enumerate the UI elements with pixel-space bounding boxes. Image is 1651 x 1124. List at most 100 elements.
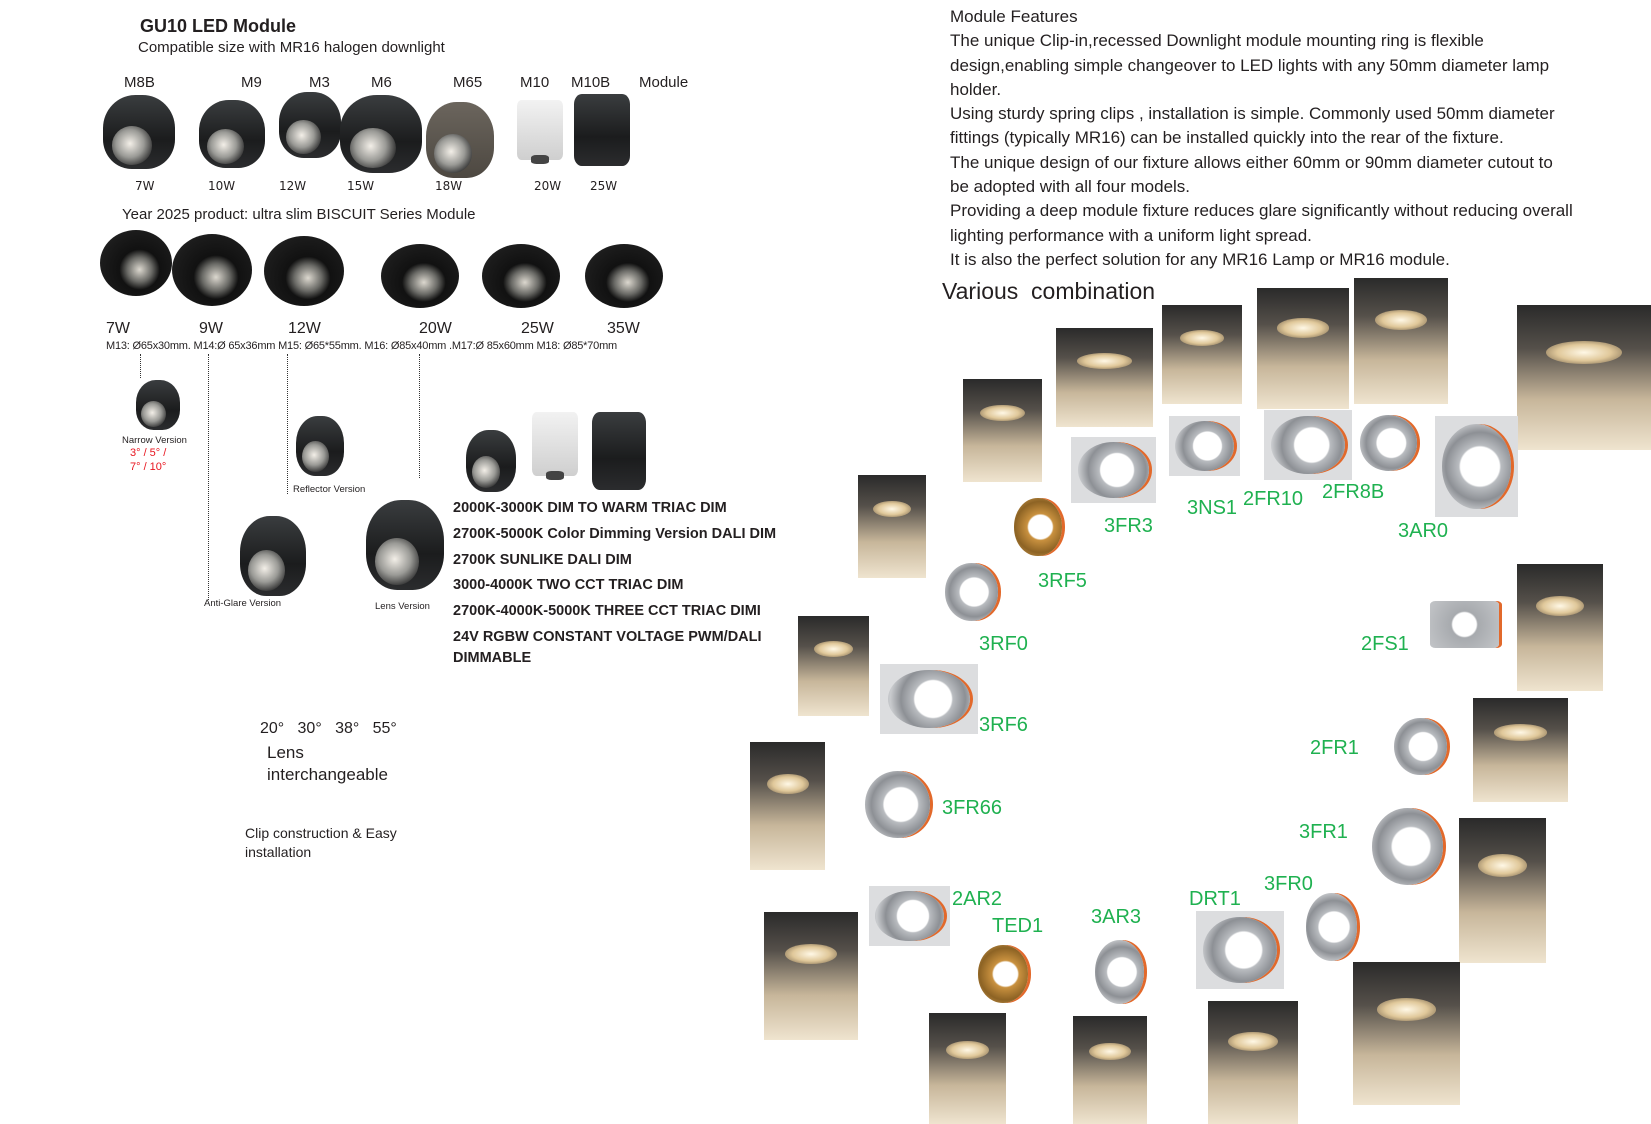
color-option: 3000-4000K TWO CCT TRIAC DIM — [453, 577, 684, 593]
connector-line — [419, 354, 420, 478]
connector-line — [140, 354, 141, 378]
module-features: Module Features The unique Clip-in,reces… — [950, 5, 1573, 272]
features-line: The unique Clip-in,recessed Downlight mo… — [950, 31, 1484, 51]
features-line: The unique design of our fixture allows … — [950, 152, 1553, 172]
trim-label: 3RF6 — [979, 714, 1028, 736]
installed-photo — [1162, 305, 1242, 404]
module-name: M9 — [241, 74, 262, 91]
biscuit-watt: 25W — [521, 320, 554, 337]
biscuit-image — [100, 230, 172, 296]
biscuit-watt: 9W — [199, 320, 223, 337]
color-option: 2700K-5000K Color Dimming Version DALI D… — [453, 526, 777, 542]
trim-image-3fr3 — [1071, 437, 1156, 503]
installed-photo — [1208, 1001, 1298, 1124]
features-line: holder. — [950, 79, 1002, 99]
biscuit-watt: 35W — [607, 320, 640, 337]
features-line: Providing a deep module fixture reduces … — [950, 201, 1573, 221]
trim-image-2fr1 — [1389, 712, 1452, 781]
trim-label: DRT1 — [1189, 888, 1241, 910]
combination-title: Various combination — [942, 278, 1156, 304]
narrow-version-image — [136, 380, 180, 430]
lens-angles: 20° 30° 38° 55° — [260, 720, 397, 737]
clip-text: Clip construction & Easy — [245, 825, 397, 841]
features-line: fittings (typically MR16) can be install… — [950, 128, 1504, 148]
biscuit-image — [172, 234, 252, 306]
module-image-m10 — [517, 100, 563, 164]
trim-label: 3FR3 — [1104, 515, 1153, 537]
connector-line — [287, 354, 288, 494]
installed-photo — [1257, 288, 1349, 409]
features-line: design,enabling simple changeover to LED… — [950, 55, 1550, 75]
reflector-version-label: Reflector Version — [293, 484, 366, 495]
trim-image-3rf6 — [880, 664, 978, 734]
module-label: Module — [639, 74, 689, 91]
trim-image-3ar3 — [1090, 934, 1149, 1010]
installed-photo — [764, 912, 858, 1040]
trim-image-2fr10 — [1264, 410, 1352, 480]
biscuit-watt: 20W — [419, 320, 452, 337]
color-option: 2000K-3000K DIM TO WARM TRIAC DIM — [453, 500, 727, 516]
biscuit-image — [381, 244, 459, 308]
module-watt: 25W — [590, 179, 618, 193]
trim-label: 3FR0 — [1264, 873, 1313, 895]
module-watt: 10W — [208, 179, 236, 193]
installed-photo — [798, 616, 869, 716]
module-name: M10 — [520, 74, 550, 91]
installed-photo — [963, 379, 1042, 482]
anti-glare-version-image — [240, 516, 306, 596]
narrow-angles: 7° / 10° — [130, 461, 167, 473]
trim-label: 3AR3 — [1091, 906, 1142, 928]
module-image — [532, 412, 578, 480]
module-image-m6 — [340, 95, 422, 173]
module-watt: 18W — [435, 179, 463, 193]
trim-image-2fr8b — [1354, 410, 1423, 476]
module-watt: 7W — [135, 179, 155, 193]
installed-photo — [1056, 328, 1153, 427]
trim-image-3rf0 — [940, 558, 1003, 626]
narrow-angles: 3° / 5° / — [130, 447, 167, 459]
trim-image-3fr1 — [1365, 801, 1450, 892]
lens-text: Lens — [267, 743, 304, 762]
page-subtitle: Compatible size with MR16 halogen downli… — [138, 39, 445, 56]
installed-photo — [1353, 962, 1460, 1105]
features-heading: Module Features — [950, 7, 1078, 26]
features-line: lighting performance with a uniform ligh… — [950, 225, 1312, 245]
module-watt: 15W — [347, 179, 375, 193]
trim-label: 3NS1 — [1187, 497, 1238, 519]
module-name: M3 — [309, 74, 330, 91]
trim-image-3ns1 — [1169, 416, 1240, 476]
installed-photo — [1354, 278, 1448, 404]
module-name: M10B — [571, 74, 611, 91]
installed-photo — [858, 475, 926, 578]
color-option: 24V RGBW CONSTANT VOLTAGE PWM/DALI — [453, 629, 762, 645]
trim-image-2ar2 — [869, 886, 950, 946]
trim-label: 2FR8B — [1322, 481, 1385, 503]
module-image-m9 — [199, 100, 265, 168]
connector-line — [208, 354, 209, 600]
module-name: M65 — [453, 74, 483, 91]
features-line: be adopted with all four models. — [950, 177, 1191, 197]
installed-photo — [1517, 305, 1651, 450]
biscuit-specs: M13: Ø65x30mm. M14:Ø 65x36mm M15: Ø65*55… — [106, 340, 617, 352]
color-option: 2700K-4000K-5000K THREE CCT TRIAC DIMI — [453, 603, 761, 619]
module-image-m65 — [426, 102, 494, 178]
trim-image-3fr66 — [859, 765, 936, 844]
trim-image-ted1 — [973, 940, 1033, 1008]
module-image-m3 — [279, 92, 341, 158]
lens-version-image — [366, 500, 444, 590]
trim-label: 3RF0 — [979, 633, 1028, 655]
module-image — [466, 430, 516, 492]
narrow-version-label: Narrow Version — [122, 435, 187, 446]
trim-label: 3FR1 — [1299, 821, 1348, 843]
installed-photo — [1073, 1016, 1147, 1124]
trim-label: 2FR1 — [1310, 737, 1359, 759]
biscuit-image — [482, 244, 560, 308]
module-image-m8b — [103, 95, 175, 169]
installed-photo — [1517, 564, 1603, 691]
features-line: It is also the perfect solution for any … — [950, 249, 1450, 269]
biscuit-heading: Year 2025 product: ultra slim BISCUIT Se… — [122, 206, 476, 223]
biscuit-watt: 12W — [288, 320, 321, 337]
installed-photo — [1473, 698, 1568, 802]
module-watt: 12W — [279, 179, 307, 193]
color-option: DIMMABLE — [453, 650, 532, 666]
